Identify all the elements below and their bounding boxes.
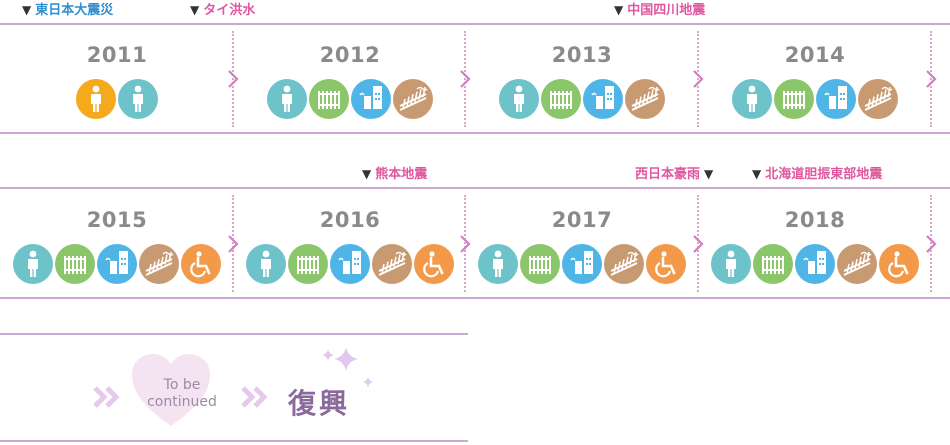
chevron-right-icon <box>924 68 938 90</box>
year-label: 2012 <box>319 43 381 67</box>
event-thai-flood: ▼タイ洪水 <box>190 3 256 18</box>
icon-row <box>0 244 234 284</box>
row2-bottom-line <box>0 297 950 299</box>
building-icon <box>583 79 623 119</box>
fukko-text: 復興 <box>288 387 351 420</box>
row1-divider <box>232 31 234 127</box>
event-higashi-nihon: ▼東日本大震災 <box>22 3 114 18</box>
year-label: 2018 <box>784 208 846 232</box>
year-label: 2015 <box>86 208 148 232</box>
to-be-line: To be <box>163 377 201 393</box>
sparkle-icon <box>318 345 374 399</box>
fence-icon <box>55 244 95 284</box>
icon-row <box>465 244 699 284</box>
building-icon <box>97 244 137 284</box>
chevron-right-icon <box>226 233 240 255</box>
event-hokkaido-earthquake: ▼北海道胆振東部地震 <box>752 167 883 182</box>
landslide-icon <box>858 79 898 119</box>
chevron-right-icon <box>691 233 705 255</box>
landslide-icon <box>372 244 412 284</box>
chevron-right-icon <box>458 233 472 255</box>
landslide-icon <box>625 79 665 119</box>
year-label: 2016 <box>319 208 381 232</box>
person-teal-icon <box>711 244 751 284</box>
row1-top-line <box>0 23 950 25</box>
year-cell-2012: 2012 <box>233 43 467 123</box>
year-cell-2016: 2016 <box>233 208 467 288</box>
icon-row <box>465 79 699 119</box>
building-icon <box>795 244 835 284</box>
wheelchair-icon <box>181 244 221 284</box>
footer-top-line <box>0 333 468 335</box>
row2-divider <box>464 195 466 292</box>
row1-divider <box>464 31 466 127</box>
continued-line: continued <box>147 394 217 410</box>
year-label: 2017 <box>551 208 613 232</box>
row2-divider <box>930 195 932 292</box>
fence-icon <box>288 244 328 284</box>
row1-divider <box>930 31 932 127</box>
wheelchair-icon <box>879 244 919 284</box>
event-west-japan-rain: 西日本豪雨▼ <box>635 167 714 182</box>
row2-divider <box>232 195 234 292</box>
chevron-right-icon <box>924 233 938 255</box>
footer-bottom-line <box>0 440 468 442</box>
wheelchair-icon <box>414 244 454 284</box>
icon-row <box>0 79 234 119</box>
landslide-icon <box>139 244 179 284</box>
building-icon <box>351 79 391 119</box>
year-label: 2013 <box>551 43 613 67</box>
year-label: 2011 <box>86 43 148 67</box>
row1-divider <box>697 31 699 127</box>
person-teal-icon <box>478 244 518 284</box>
landslide-icon <box>393 79 433 119</box>
row2-top-line <box>0 187 950 189</box>
double-chevron-icon <box>240 385 270 409</box>
chevron-right-icon <box>458 68 472 90</box>
fence-icon <box>774 79 814 119</box>
fence-icon <box>309 79 349 119</box>
fence-icon <box>520 244 560 284</box>
landslide-icon <box>604 244 644 284</box>
landslide-icon <box>837 244 877 284</box>
person-teal-icon <box>246 244 286 284</box>
year-cell-2011: 2011 <box>0 43 234 123</box>
year-cell-2015: 2015 <box>0 208 234 288</box>
year-cell-2013: 2013 <box>465 43 699 123</box>
to-be-continued-text: To be continued <box>130 377 234 411</box>
double-chevron-icon <box>92 385 122 409</box>
year-cell-2018: 2018 <box>698 208 932 288</box>
year-cell-2017: 2017 <box>465 208 699 288</box>
year-label: 2014 <box>784 43 846 67</box>
icon-row <box>233 79 467 119</box>
fence-icon <box>753 244 793 284</box>
building-icon <box>330 244 370 284</box>
year-cell-2014: 2014 <box>698 43 932 123</box>
fence-icon <box>541 79 581 119</box>
person-teal-icon <box>118 79 158 119</box>
event-sichuan-earthquake: ▼中国四川地震 <box>614 3 706 18</box>
chevron-right-icon <box>226 68 240 90</box>
person-teal-icon <box>13 244 53 284</box>
heart-icon <box>130 352 212 428</box>
row2-divider <box>697 195 699 292</box>
person-orange-icon <box>76 79 116 119</box>
icon-row <box>698 79 932 119</box>
building-icon <box>562 244 602 284</box>
chevron-right-icon <box>691 68 705 90</box>
person-teal-icon <box>267 79 307 119</box>
row1-bottom-line <box>0 132 950 134</box>
event-kumamoto-earthquake: ▼熊本地震 <box>362 167 428 182</box>
icon-row <box>233 244 467 284</box>
building-icon <box>816 79 856 119</box>
wheelchair-icon <box>646 244 686 284</box>
person-teal-icon <box>732 79 772 119</box>
icon-row <box>698 244 932 284</box>
person-teal-icon <box>499 79 539 119</box>
